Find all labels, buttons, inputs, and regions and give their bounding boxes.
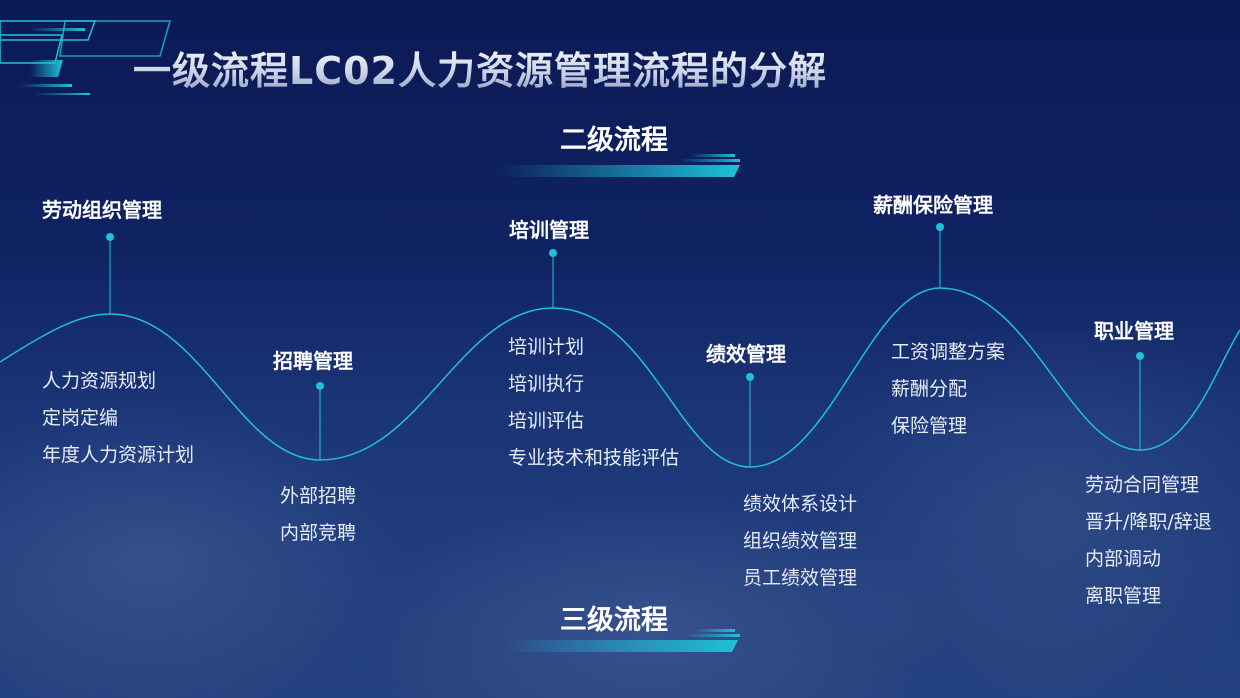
process-list: 培训计划 培训执行 培训评估 专业技术和技能评估 — [508, 329, 679, 477]
process-heading: 招聘管理 — [273, 349, 353, 373]
list-item: 定岗定编 — [42, 407, 119, 429]
list-item: 专业技术和技能评估 — [508, 447, 680, 469]
list-item: 员工绩效管理 — [743, 567, 858, 589]
process-heading: 薪酬保险管理 — [873, 193, 993, 217]
level2-label: 二级流程 — [560, 125, 668, 156]
list-item: 年度人力资源计划 — [42, 444, 195, 466]
list-item: 内部竞聘 — [280, 522, 357, 544]
list-item: 离职管理 — [1085, 585, 1162, 607]
wave-line — [0, 287, 1240, 468]
background-photo — [0, 330, 1240, 698]
list-item: 绩效体系设计 — [743, 493, 858, 515]
node-dot — [316, 382, 324, 390]
node-dot — [1136, 352, 1144, 360]
list-item: 保险管理 — [891, 415, 968, 437]
process-list: 绩效体系设计 组织绩效管理 员工绩效管理 — [743, 486, 857, 597]
level3-underline-icon — [505, 629, 740, 652]
level3-label: 三级流程 — [560, 605, 668, 636]
node-dot — [549, 249, 557, 257]
process-heading: 绩效管理 — [706, 342, 786, 366]
process-list: 人力资源规划 定岗定编 年度人力资源计划 — [42, 363, 194, 474]
process-list: 劳动合同管理 晋升/降职/辞退 内部调动 离职管理 — [1085, 467, 1212, 615]
list-item: 薪酬分配 — [891, 378, 968, 400]
process-heading: 职业管理 — [1094, 319, 1174, 343]
list-item: 内部调动 — [1085, 548, 1162, 570]
list-item: 人力资源规划 — [42, 370, 157, 392]
list-item: 培训评估 — [508, 410, 585, 432]
list-item: 工资调整方案 — [891, 341, 1006, 363]
process-list: 外部招聘 内部竞聘 — [280, 478, 356, 552]
process-heading: 培训管理 — [509, 218, 589, 242]
node-dot — [106, 233, 114, 241]
list-item: 培训执行 — [508, 373, 585, 395]
list-item: 外部招聘 — [280, 485, 357, 507]
list-item: 晋升/降职/辞退 — [1085, 511, 1212, 533]
list-item: 组织绩效管理 — [743, 530, 858, 552]
level2-underline-icon — [500, 154, 740, 177]
title-stripes-icon — [0, 20, 171, 95]
list-item: 培训计划 — [508, 336, 585, 358]
process-list: 工资调整方案 薪酬分配 保险管理 — [891, 334, 1005, 445]
node-dot — [746, 373, 754, 381]
process-heading: 劳动组织管理 — [42, 198, 162, 222]
node-dot — [936, 223, 944, 231]
list-item: 劳动合同管理 — [1085, 474, 1200, 496]
page-title: 一级流程LC02人力资源管理流程的分解 — [133, 40, 827, 95]
